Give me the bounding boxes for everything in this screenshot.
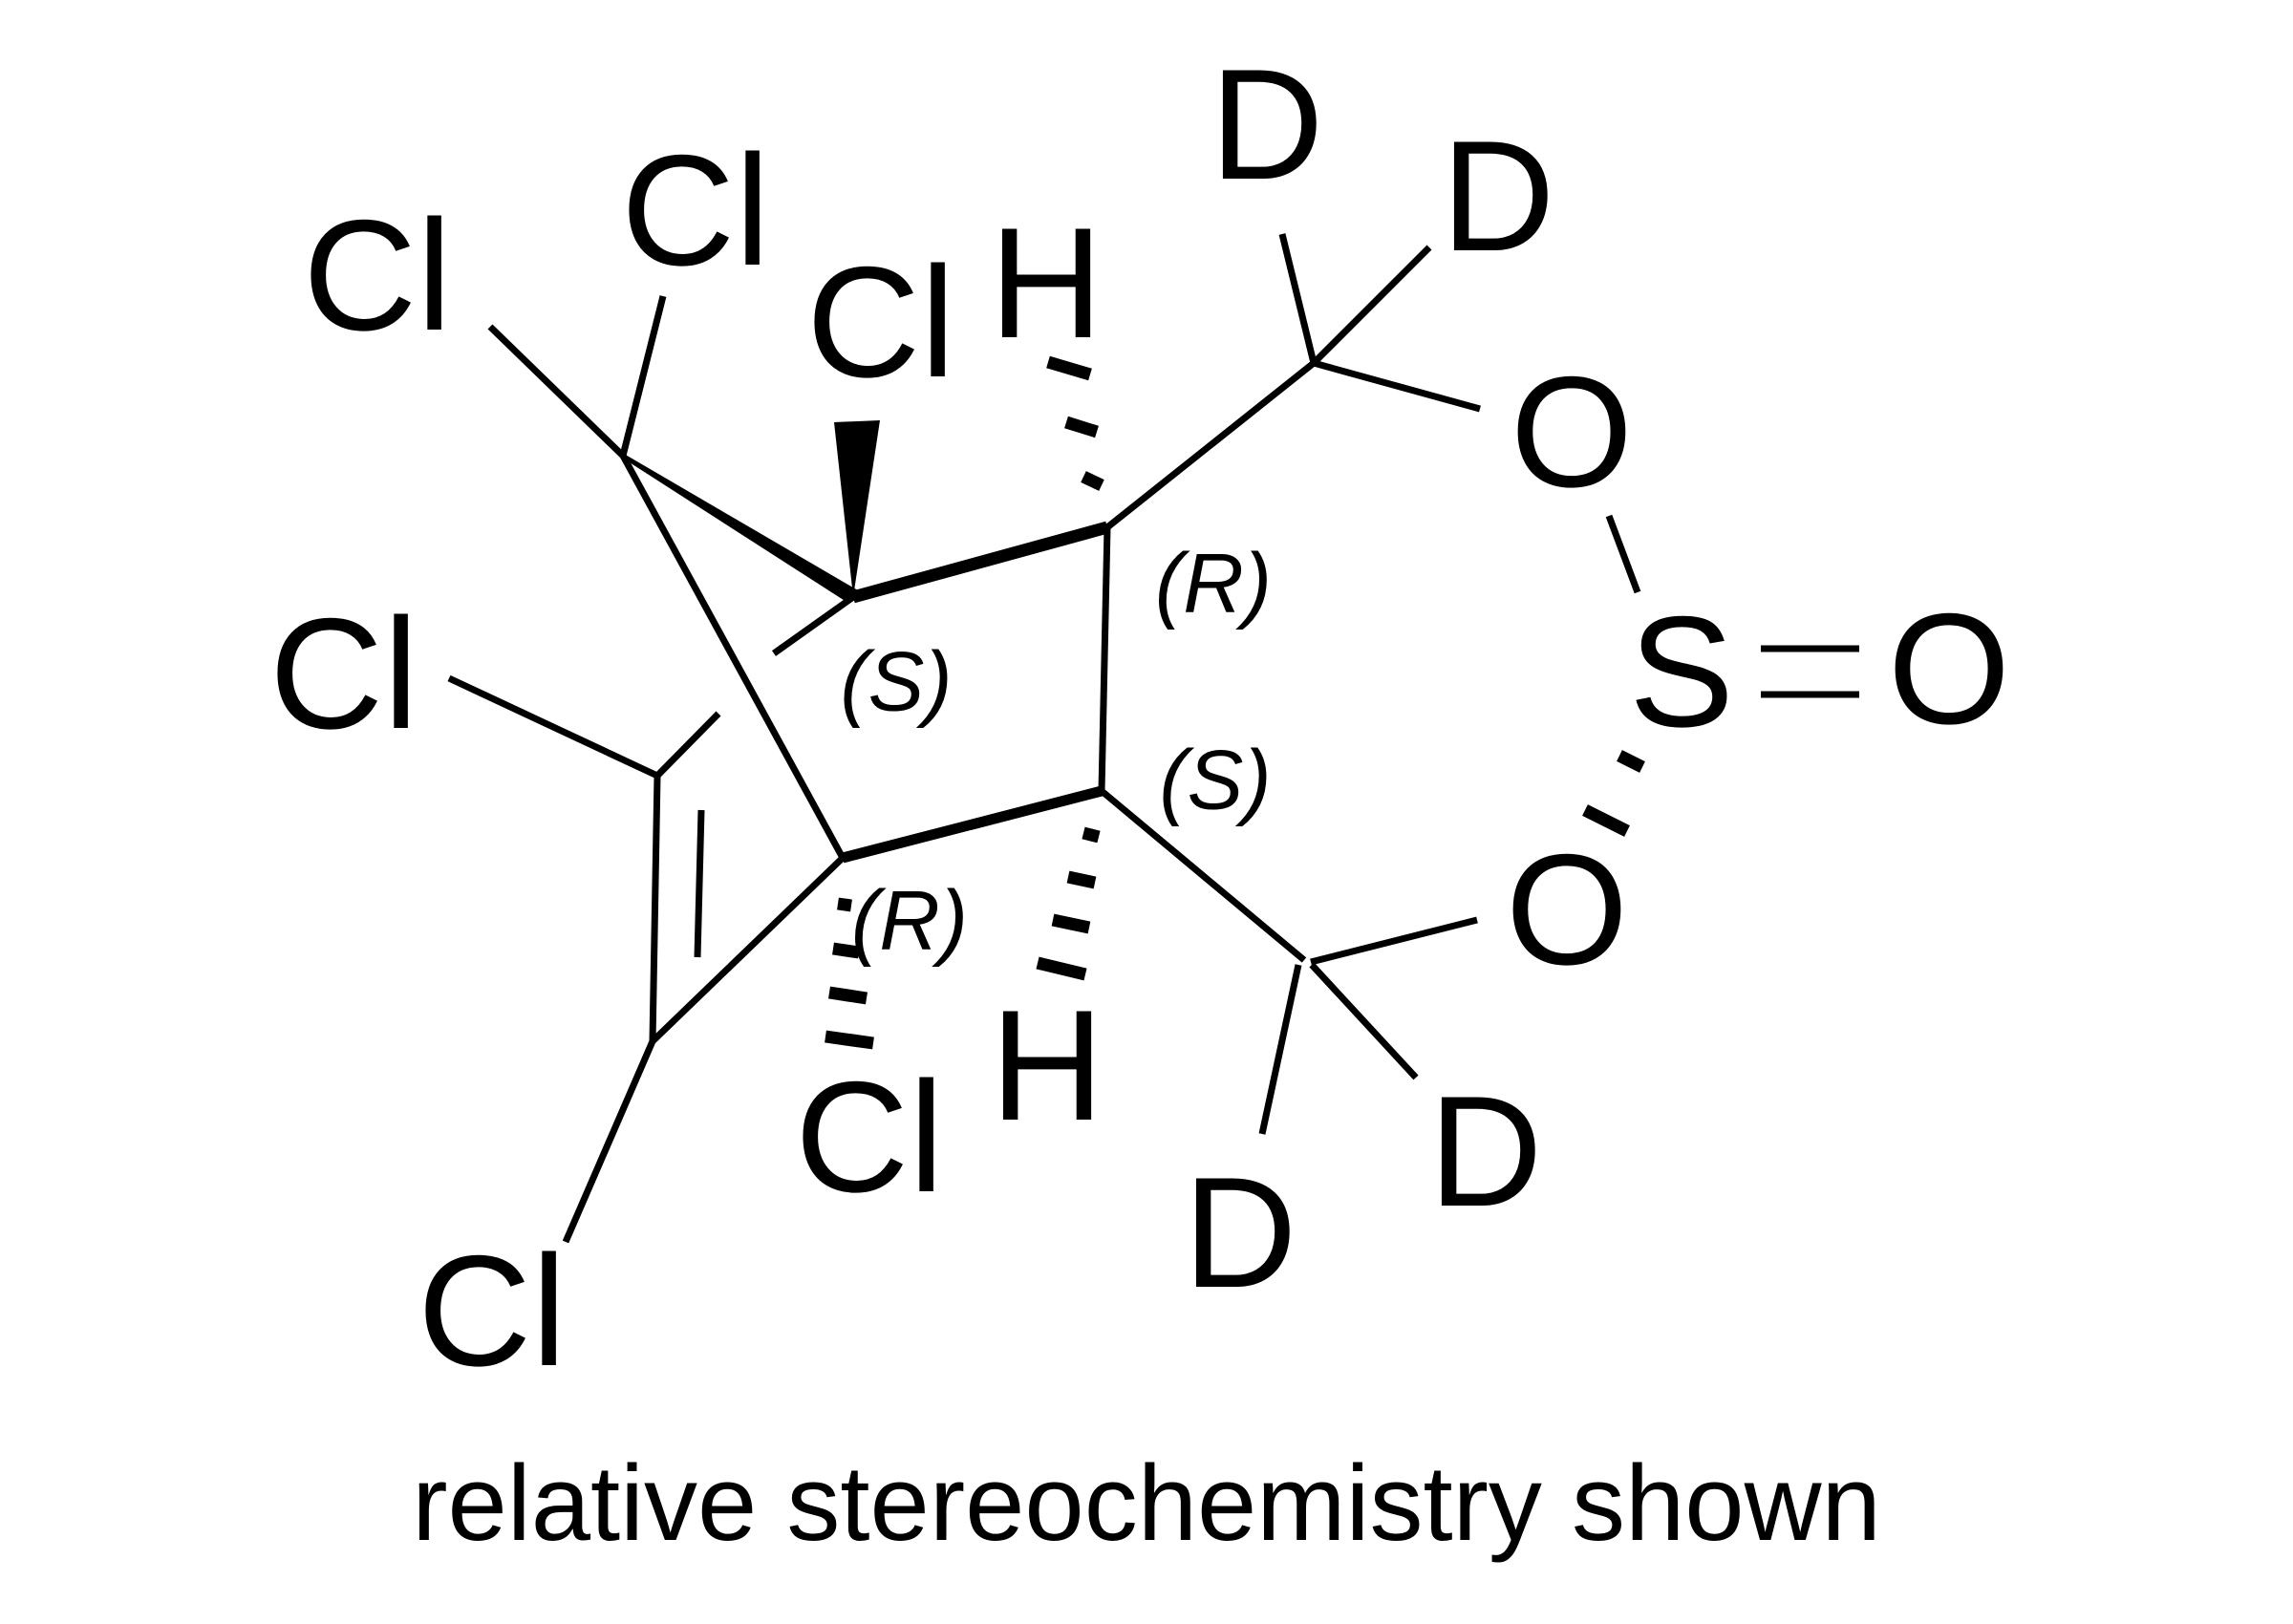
atom-label-O-sulfinyl: O bbox=[1888, 581, 2010, 757]
atom-label-D-bottom-right: D bbox=[1428, 1063, 1542, 1239]
bond-layer bbox=[447, 233, 1859, 1244]
atom-label-O-bottom: O bbox=[1506, 822, 1628, 997]
hash-C9-Cl-dash-1 bbox=[832, 942, 860, 959]
bond-C8-C9 bbox=[650, 855, 846, 1044]
atom-label-D-top-right: D bbox=[1441, 108, 1554, 284]
bond-C10-C6 bbox=[622, 454, 858, 604]
bond-C9a-C5a bbox=[1098, 526, 1111, 792]
bond-C8-Cl bbox=[562, 1039, 656, 1244]
hash-C9-Cl-dash-3 bbox=[825, 1030, 874, 1050]
bond-Cl-C7 bbox=[447, 674, 659, 780]
atom-label-S-sulfite: S bbox=[1629, 584, 1734, 759]
hash-C9a-H bbox=[1036, 826, 1101, 981]
bond-C5a-C6 bbox=[851, 521, 1109, 604]
hash-C5a-H-dash-1 bbox=[1064, 416, 1099, 438]
bond-C6-C7-upper bbox=[771, 594, 856, 656]
atom-label-Cl-vinyl-left: Cl bbox=[269, 586, 418, 761]
hash-C9-Cl bbox=[825, 897, 874, 1050]
atom-label-H-bottom: H bbox=[990, 977, 1104, 1153]
bond-C5a-CD2-top bbox=[1104, 360, 1317, 530]
bond-O-CD2-bottom bbox=[1310, 916, 1478, 966]
bond-CD2-D1 bbox=[1278, 233, 1318, 364]
bond-CD2-D4 bbox=[1258, 964, 1302, 1135]
bond-C6-C7-lower bbox=[654, 711, 721, 779]
hash-C9-Cl-dash-0 bbox=[837, 897, 852, 912]
bond-CD2-O-top bbox=[1313, 359, 1481, 413]
atom-label-Cl-geminal-left: Cl bbox=[303, 187, 452, 363]
atom-label-Cl-geminal-top: Cl bbox=[621, 122, 770, 298]
hash-C9a-H-dash-2 bbox=[1051, 913, 1091, 934]
atom-label-Cl-vinyl-bottom: Cl bbox=[418, 1223, 567, 1399]
hash-C5a-H bbox=[1046, 355, 1104, 491]
hash-S-O bbox=[1582, 750, 1645, 837]
hash-C5a-H-dash-2 bbox=[1081, 471, 1104, 491]
bond-CD2-D2 bbox=[1311, 245, 1432, 366]
bond-Cl-C10-left bbox=[487, 324, 626, 459]
hash-C9a-H-dash-0 bbox=[1082, 826, 1101, 844]
bond-C7-C8-inner bbox=[694, 809, 705, 958]
atom-label-D-bottom-left: D bbox=[1183, 1144, 1297, 1320]
stereo-bottom-left: (R) bbox=[851, 873, 968, 968]
bond-C9a-CD2-bottom bbox=[1099, 788, 1307, 963]
hash-S-O-dash-0 bbox=[1617, 750, 1645, 773]
atom-label-O-top: O bbox=[1511, 344, 1633, 520]
stereo-top-right: (R) bbox=[1155, 536, 1272, 630]
atom-label-H-top: H bbox=[989, 195, 1103, 371]
hash-S-O-dash-1 bbox=[1582, 804, 1630, 837]
stereo-top-left: (S) bbox=[840, 634, 952, 729]
atom-label-Cl-wedge: Cl bbox=[806, 234, 955, 410]
bond-C10-C9 bbox=[619, 454, 846, 860]
bond-Cl-C10-top bbox=[619, 295, 667, 457]
bond-CD2-D3 bbox=[1309, 962, 1419, 1080]
atom-label-D-top-left: D bbox=[1210, 36, 1323, 212]
hash-C9a-H-dash-1 bbox=[1066, 870, 1097, 889]
hash-C9-Cl-dash-2 bbox=[828, 986, 868, 1005]
bond-C9-C9a bbox=[841, 785, 1104, 864]
hash-C9a-H-dash-3 bbox=[1036, 956, 1087, 981]
atom-label-Cl-hash: Cl bbox=[795, 1049, 944, 1225]
caption: relative stereochemistry shown bbox=[412, 1443, 1880, 1563]
bond-O-S bbox=[1605, 514, 1641, 594]
wedge-C6-Cl bbox=[834, 420, 880, 597]
stereo-label-layer: (S) (R) (S) (R) bbox=[840, 536, 1272, 968]
stereo-bottom-right: (S) bbox=[1159, 733, 1271, 827]
bond-C7-C8-main bbox=[649, 775, 661, 1042]
hash-C5a-H-dash-0 bbox=[1046, 355, 1092, 381]
